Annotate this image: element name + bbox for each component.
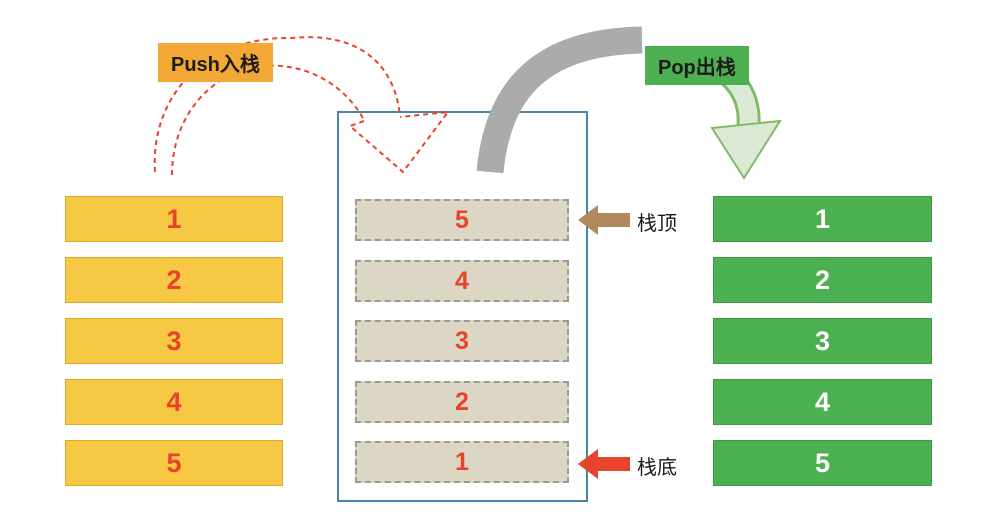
stack-bottom-label: 栈底 (637, 457, 677, 479)
pop-result-item: 2 (713, 257, 932, 303)
stack-item: 4 (355, 260, 569, 302)
push-source-item: 4 (65, 379, 283, 425)
stack-item: 1 (355, 441, 569, 483)
push-source-item: 1 (65, 196, 283, 242)
push-label: Push入栈 (158, 43, 273, 82)
stack-top-label: 栈顶 (637, 213, 677, 235)
stack-item: 5 (355, 199, 569, 241)
push-source-item: 2 (65, 257, 283, 303)
push-source-item: 5 (65, 440, 283, 486)
stack-container (337, 111, 588, 502)
stack-item: 2 (355, 381, 569, 423)
pop-result-item: 3 (713, 318, 932, 364)
push-source-item: 3 (65, 318, 283, 364)
pop-result-item: 4 (713, 379, 932, 425)
pop-result-item: 5 (713, 440, 932, 486)
pop-label: Pop出栈 (645, 46, 749, 85)
pop-result-item: 1 (713, 196, 932, 242)
stack-item: 3 (355, 320, 569, 362)
